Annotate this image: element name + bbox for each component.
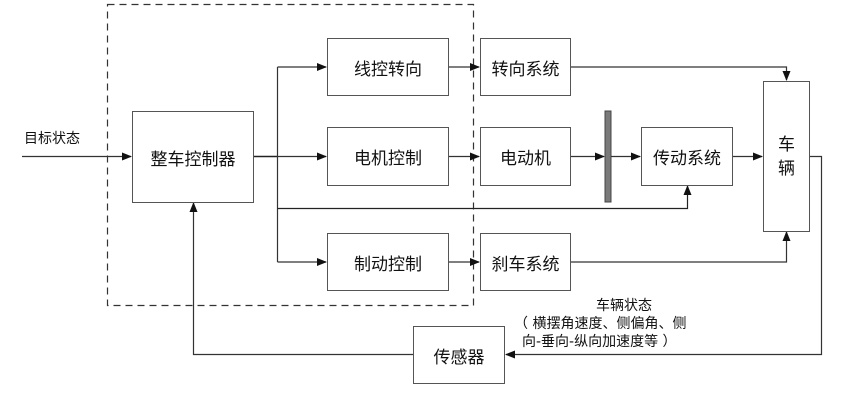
motor-block: 电动机 [480,127,571,186]
feedback-caption: 车辆状态 （ 横摆角速度、侧偏角、侧 向-垂向-纵向加速度等 ） [514,297,734,351]
input-label: 目标状态 [24,131,80,147]
arrow-sensor-to-vcu [189,202,413,356]
brake-control-block: 制动控制 [327,233,449,291]
vehicle-label-line2: 辆 [778,158,795,179]
feedback-caption-line3: 向-垂向-纵向加速度等 ） [522,334,677,350]
vcu-block: 整车控制器 [132,111,254,203]
arrow-vehicle-feedback-to-sensor [505,155,823,359]
arrow-vcu-to-transmission [277,185,692,210]
feedback-caption-line2: （ 横摆角速度、侧偏角、侧 [514,316,687,332]
vehicle-block: 车 辆 [763,81,810,232]
vehicle-label-line1: 车 [778,134,795,155]
motor-control-block: 电机控制 [327,127,449,186]
brake-system-block: 刹车系统 [480,233,571,291]
sensor-block: 传感器 [413,326,505,384]
transmission-block: 传动系统 [641,127,733,186]
arrow-steering-to-vehicle [571,66,791,81]
arrow-brake-to-vehicle [571,231,791,263]
shaft-coupling [604,110,612,203]
steering-system-block: 转向系统 [480,38,571,96]
steer-by-wire-block: 线控转向 [327,38,449,96]
feedback-caption-title: 车辆状态 [596,298,652,314]
